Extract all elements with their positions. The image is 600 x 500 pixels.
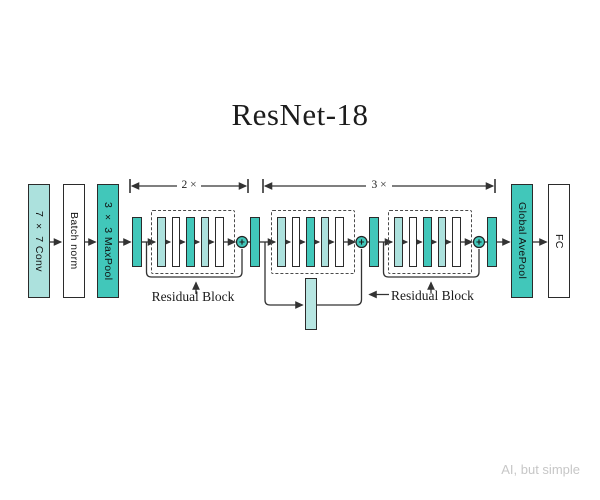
- conv7x7-label: 7 × 7 Conv: [33, 210, 45, 272]
- residual-block-2-outline: [271, 210, 355, 274]
- residual-block-label-1: Residual Block: [151, 289, 235, 304]
- residual3-layer-bar-2: [408, 217, 417, 267]
- maxpool-block: 3 × 3 MaxPool: [97, 184, 119, 298]
- residual-block-1-outline: [151, 210, 235, 274]
- repeat-annotation-3x: 3 ×: [371, 178, 387, 191]
- residual1-layer-bar-4: [200, 217, 209, 267]
- residual1-layer-bar-3: [186, 217, 195, 267]
- residual3-layer-bar-3: [423, 217, 432, 267]
- conv7x7-block: 7 × 7 Conv: [28, 184, 50, 298]
- fc-label: FC: [553, 233, 565, 249]
- residual1-layer-bar-1: [157, 217, 166, 267]
- add-nodes: [235, 235, 486, 249]
- residual2-layer-bar-4: [320, 217, 329, 267]
- residual3-layer-bar-1: [394, 217, 403, 267]
- skip-connection-1: [145, 242, 243, 278]
- residual2-layer-bar-3: [306, 217, 315, 267]
- fc-block: FC: [548, 184, 570, 298]
- repeat-annotation-arrows: [129, 179, 496, 193]
- label-pointer-arrows: [192, 281, 435, 299]
- residual3-layer-bar-4: [437, 217, 446, 267]
- skip-connection-3: [382, 242, 480, 278]
- residual-block-label-2: Residual Block: [391, 288, 474, 303]
- feature-bar-3: [369, 217, 379, 267]
- residual1-layer-bar-5: [215, 217, 224, 267]
- feature-bar-2: [250, 217, 260, 267]
- skip-connections: [145, 242, 480, 309]
- skip-connection-2-in: [264, 242, 304, 309]
- avepool-block: Global AvePool: [511, 184, 533, 298]
- residual3-layer-bar-5: [452, 217, 461, 267]
- add-node-icon-3: [472, 235, 486, 249]
- residual2-layer-bar-5: [335, 217, 344, 267]
- add-node-icon-2: [355, 235, 368, 249]
- residual2-layer-bar-2: [291, 217, 300, 267]
- residual2-layer-bar-1: [277, 217, 286, 267]
- add-node-icon-1: [235, 235, 249, 249]
- repeat-annotation-2x: 2 ×: [181, 178, 197, 191]
- skip-connection-2-out: [317, 249, 363, 306]
- feature-bar-4: [487, 217, 497, 267]
- residual1-layer-bar-2: [171, 217, 180, 267]
- maxpool-label: 3 × 3 MaxPool: [102, 201, 114, 281]
- diagram-title: ResNet-18: [231, 97, 369, 132]
- watermark: AI, but simple: [501, 462, 580, 477]
- skip-downsample-conv-bar: [305, 278, 317, 330]
- batchnorm-label: Batch norm: [68, 212, 80, 270]
- avepool-label: Global AvePool: [516, 202, 528, 280]
- residual-block-3-outline: [388, 210, 472, 274]
- feature-bar-1: [132, 217, 142, 267]
- batchnorm-block: Batch norm: [63, 184, 85, 298]
